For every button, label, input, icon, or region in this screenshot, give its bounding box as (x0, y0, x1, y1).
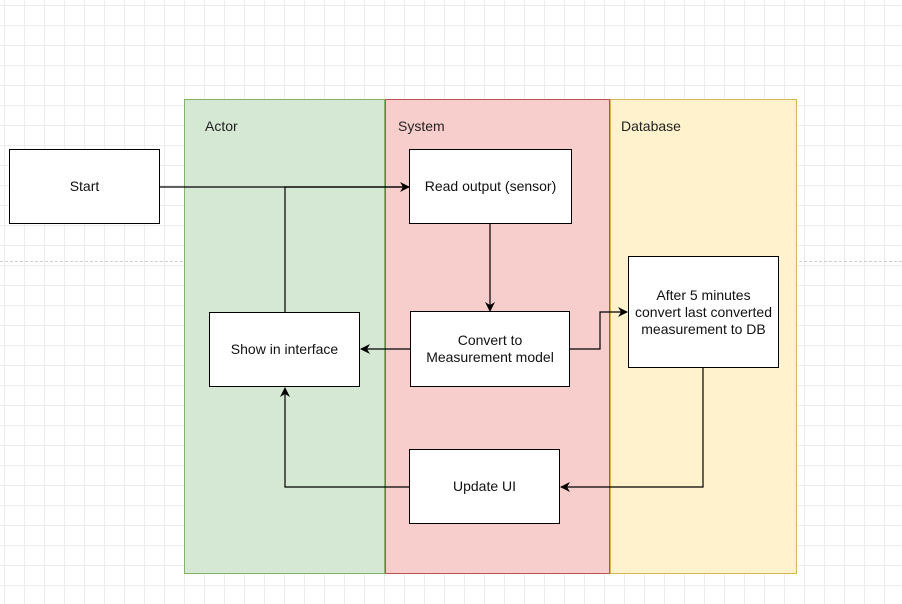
edge-db-to-update (560, 368, 704, 492)
node-update-ui[interactable]: Update UI (409, 449, 560, 524)
lane-label-actor: Actor (205, 118, 238, 134)
lane-label-system: System (398, 118, 445, 134)
edge-convert-to-db (570, 307, 628, 350)
node-show-interface[interactable]: Show in interface (209, 312, 360, 387)
node-start[interactable]: Start (9, 149, 160, 224)
node-read-output[interactable]: Read output (sensor) (409, 149, 572, 224)
edge-update-to-show (280, 387, 409, 488)
edge-show-to-read (284, 186, 409, 312)
node-after-5-minutes[interactable]: After 5 minutes convert last converted m… (628, 256, 779, 368)
lane-label-database: Database (621, 118, 681, 134)
node-convert-model[interactable]: Convert to Measurement model (410, 311, 570, 387)
